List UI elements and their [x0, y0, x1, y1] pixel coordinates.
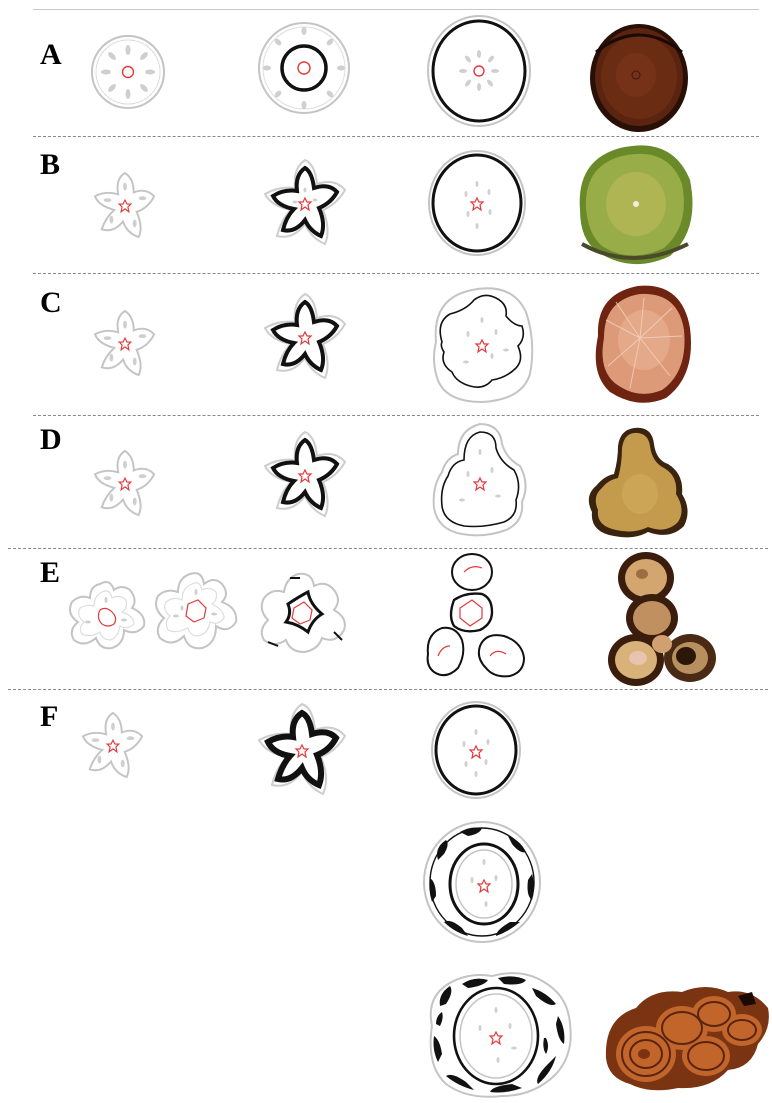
- photo-c-cross-section: [586, 280, 696, 408]
- row-divider: [33, 136, 759, 137]
- top-divider: [33, 9, 759, 10]
- stage-f3-sketch: [428, 698, 524, 802]
- row-divider: [33, 273, 759, 274]
- stage-e4-sketch: [420, 550, 530, 684]
- stage-a1-sketch: [88, 32, 168, 112]
- row-label-c: C: [40, 288, 62, 318]
- row-label-f: F: [40, 702, 58, 732]
- stage-b3-sketch: [426, 148, 528, 258]
- photo-b-cross-section: [572, 140, 698, 270]
- stage-d3-sketch: [428, 418, 532, 540]
- row-label-d: D: [40, 425, 62, 455]
- row-divider: [33, 415, 759, 416]
- stage-a2-sketch: [256, 20, 352, 116]
- stage-b2-sketch: [260, 156, 350, 252]
- stage-f1-sketch: [80, 706, 146, 786]
- stage-c1-sketch: [92, 304, 158, 384]
- stage-d1-sketch: [92, 444, 158, 524]
- stage-b1-sketch: [92, 166, 158, 246]
- stage-e1-sketch: [66, 578, 150, 654]
- photo-e-cross-section: [602, 548, 724, 690]
- row-label-e: E: [40, 558, 60, 588]
- stage-f4-sketch: [420, 818, 546, 946]
- stage-f2-sketch: [254, 700, 350, 802]
- stage-e3-sketch: [256, 570, 352, 654]
- stage-c3-sketch: [426, 282, 538, 406]
- stage-f5-sketch: [418, 966, 574, 1102]
- stage-d2-sketch: [260, 428, 350, 524]
- photo-f-burl-cross-section: [602, 978, 772, 1094]
- stage-e2-sketch: [152, 568, 240, 654]
- row-label-a: A: [40, 40, 62, 70]
- photo-d-cross-section: [584, 424, 696, 542]
- stage-a3-sketch: [424, 12, 534, 130]
- photo-a-cross-section: [588, 22, 690, 134]
- stage-c2-sketch: [260, 290, 350, 386]
- row-label-b: B: [40, 150, 60, 180]
